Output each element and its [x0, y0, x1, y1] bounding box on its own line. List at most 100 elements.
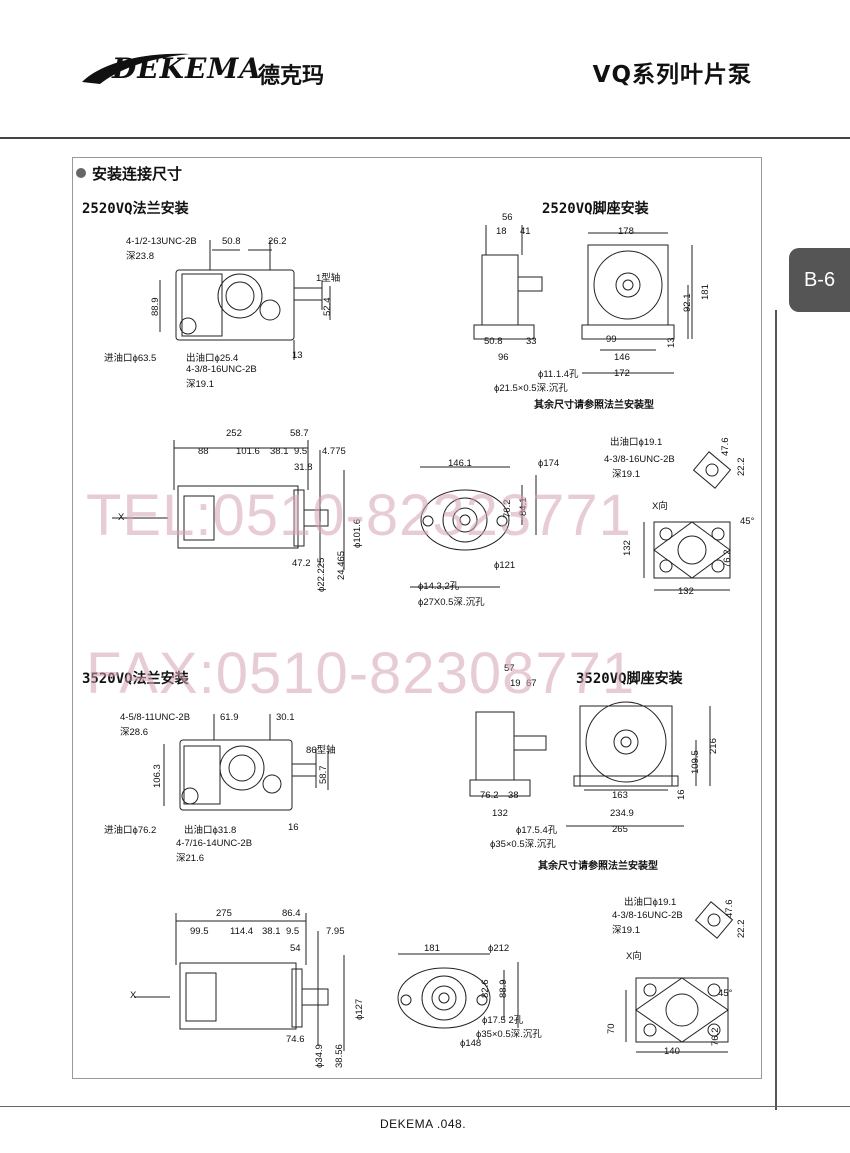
d3-inlet: 进油口ϕ76.2: [104, 825, 157, 836]
series-title: VQ系列叶片泵: [592, 62, 752, 88]
d7-depth: 深19.1: [612, 469, 640, 480]
d1-d13: 13: [292, 350, 303, 361]
d2-h13: 13: [666, 337, 677, 348]
d8-w54: 54: [290, 943, 301, 954]
d2-w96: 96: [498, 352, 509, 363]
section-heading: 安装连接尺寸: [92, 165, 183, 183]
d5-d24: 24.465: [336, 550, 347, 580]
d2-w172: 172: [614, 368, 630, 379]
d6-w1461: 146.1: [448, 458, 472, 469]
d4-h1095: 109.5: [690, 750, 701, 774]
d4-w38: 38: [508, 790, 519, 801]
d7-thread: 4-3/8-16UNC-2B: [604, 454, 675, 465]
d7-view: X向: [652, 501, 668, 512]
drawing-3520-xview: [620, 890, 760, 1060]
d3-thread-b: 4-7/16-14UNC-2B: [176, 838, 253, 849]
d6-hole: ϕ14.3,2孔: [418, 581, 460, 592]
note-3520: 其余尺寸请参照法兰安装型: [538, 861, 658, 872]
title-3520vq-foot: 3520VQ脚座安装: [576, 671, 683, 687]
d10-outlet: 出油口ϕ19.1: [624, 897, 677, 908]
drawing-panel: [72, 157, 762, 1079]
drawing-3520-flange: [160, 710, 350, 830]
d4-w57: 57: [504, 663, 515, 674]
d1-depth-b: 深19.1: [186, 379, 214, 390]
d10-angle: 45°: [718, 988, 733, 999]
drawing-2520-flange: [140, 230, 350, 370]
d7-w222: 22.2: [736, 457, 747, 477]
title-2520vq-flange: 2520VQ法兰安装: [82, 201, 189, 217]
d2-hole: ϕ11.1.4孔: [538, 369, 579, 380]
drawing-3520-foot: [462, 690, 722, 850]
side-divider: [775, 310, 777, 1110]
drawing-2520-side: [108, 430, 368, 590]
d5-w587: 58.7: [290, 428, 309, 439]
d7-w132: 132: [678, 586, 694, 597]
d8-key: 7.95: [326, 926, 345, 937]
d10-w762: 76.2: [710, 1027, 721, 1047]
d4-w163: 163: [612, 790, 628, 801]
d5-key: 4.775: [322, 446, 346, 457]
d3-h1063: 106.3: [152, 764, 163, 788]
d4-w762: 76.2: [480, 790, 499, 801]
footer-page-number: DEKEMA .048.: [380, 1117, 467, 1131]
d4-w2349: 234.9: [610, 808, 634, 819]
d6-h841: 84.1: [518, 497, 529, 517]
d10-thread: 4-3/8-16UNC-2B: [612, 910, 683, 921]
bullet-icon: [76, 168, 86, 178]
d10-w222: 22.2: [736, 919, 747, 939]
d5-w252: 252: [226, 428, 242, 439]
d2-w41: 41: [520, 226, 531, 237]
d8-x: X: [130, 990, 137, 1001]
d3-shaft: 86型轴: [306, 745, 336, 756]
d2-w178: 178: [618, 226, 634, 237]
d8-d3856: 38.56: [334, 1044, 345, 1068]
d5-w1016: 101.6: [236, 446, 260, 457]
title-2520vq-foot: 2520VQ脚座安装: [542, 201, 649, 217]
d4-w67: 67: [526, 678, 537, 689]
d1-inlet: 进油口ϕ63.5: [104, 353, 157, 364]
d6-d121: ϕ121: [494, 560, 516, 571]
drawing-2520-foot: [460, 215, 720, 380]
d2-h92: 92.1: [682, 293, 693, 313]
d9-h826: 82.6: [480, 979, 491, 999]
d2-w18: 18: [496, 226, 507, 237]
d8-d349: ϕ34.9: [314, 1044, 325, 1068]
d7-w476: 47.6: [720, 437, 731, 457]
drawing-3520-side: [120, 905, 370, 1065]
d1-w2: 26.2: [268, 236, 287, 247]
d5-w381: 38.1: [270, 446, 289, 457]
d1-depth-a: 深23.8: [126, 251, 154, 262]
d2-w508: 50.8: [484, 336, 503, 347]
d7-w762: 76.2: [722, 549, 733, 569]
d9-hole: ϕ17.5 2孔: [482, 1015, 524, 1026]
d3-h587: 58.7: [318, 765, 329, 785]
d8-w864: 86.4: [282, 908, 301, 919]
d8-w1144: 114.4: [230, 926, 254, 937]
d5-w95: 9.5: [294, 446, 308, 457]
d4-h216: 216: [708, 738, 719, 754]
dekema-logo-swoosh: [82, 53, 190, 84]
d5-w88: 88: [198, 446, 209, 457]
d2-h181: 181: [700, 284, 711, 300]
d3-depth-b: 深21.6: [176, 853, 204, 864]
d5-d101: ϕ101.6: [352, 518, 363, 548]
page-tab: B-6: [789, 248, 850, 312]
d9-d148: ϕ148: [460, 1038, 482, 1049]
d4-cbore: ϕ35×0.5深.沉孔: [490, 839, 556, 850]
d2-w33: 33: [526, 336, 537, 347]
d8-w275: 275: [216, 908, 232, 919]
note-2520: 其余尺寸请参照法兰安装型: [534, 400, 654, 411]
d4-hole: ϕ17.5.4孔: [516, 825, 558, 836]
d10-depth: 深19.1: [612, 925, 640, 936]
d3-d16: 16: [288, 822, 299, 833]
d8-w746: 74.6: [286, 1034, 305, 1045]
drawing-3520-flange-face: [392, 940, 542, 1050]
d3-depth-a: 深28.6: [120, 727, 148, 738]
d9-cbore: ϕ35×0.5深.沉孔: [476, 1029, 542, 1040]
d1-h2: 52.4: [322, 297, 333, 317]
d7-angle: 45°: [740, 516, 755, 527]
d9-d212: ϕ212: [488, 943, 510, 954]
d2-w99: 99: [606, 334, 617, 345]
d3-thread-a: 4-5/8-11UNC-2B: [120, 712, 191, 723]
d9-h889: 88.9: [498, 979, 509, 999]
